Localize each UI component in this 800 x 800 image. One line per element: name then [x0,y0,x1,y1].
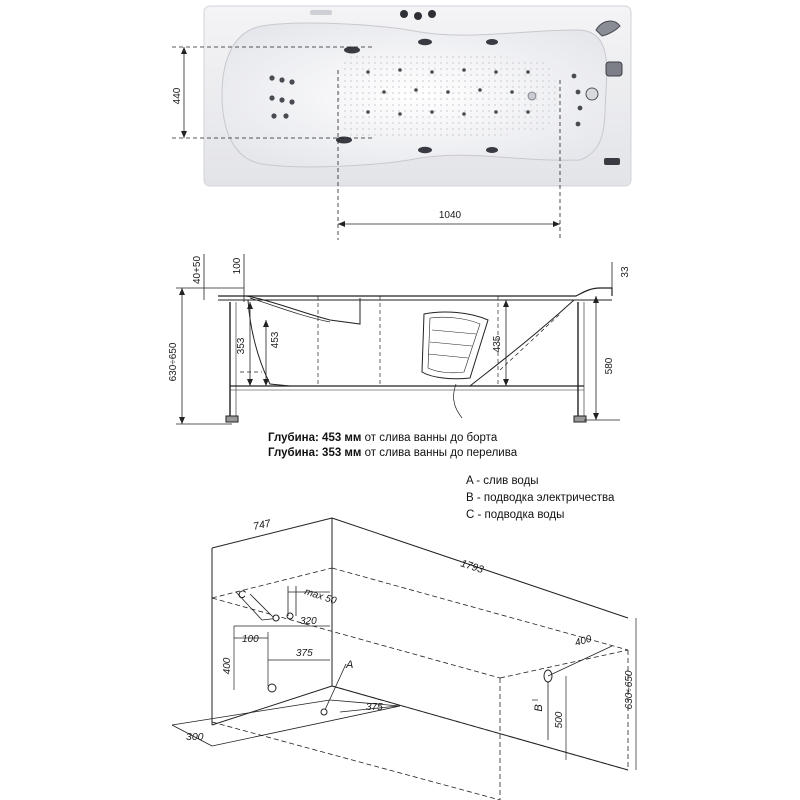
jet-nozzle [418,38,432,46]
install-max-dimension: max 50 [303,586,338,607]
legend-item-drain: A - слив воды [466,475,539,487]
depth-note-label: Глубина: [268,432,319,444]
control-buttons [310,10,436,20]
depth-note-overflow-rim: Глубина: 453 мм от слива ванны до борта [268,431,497,445]
faucet-icon [595,20,621,37]
top-width-dimension: 440 [172,87,183,104]
top-view [203,5,632,187]
jet-nozzle [344,46,360,54]
install-length-dimension: 1793 [459,557,485,576]
side-view [218,287,613,423]
install-300-dimension: 300 [186,731,204,743]
side-view-dimensions [176,254,620,425]
side-edge-dimension: 33 [620,266,631,278]
jet-nozzles [269,68,583,127]
install-400-right-dimension: 400 [574,634,593,649]
drain-icon [585,87,599,101]
mark-a-label: A [345,659,353,671]
install-100-dimension: 100 [242,634,259,645]
mark-b-label: B [533,704,545,711]
install-400-left-dimension: 400 [222,657,233,674]
control-panel [604,158,620,165]
jet-nozzle [486,39,498,45]
mark-c-label: C [238,589,246,601]
side-top-dimension: 100 [232,257,243,274]
side-seat-dimension: 435 [492,335,503,352]
install-320-dimension: 320 [300,616,317,627]
top-length-dimension: 1040 [439,210,462,221]
handle-icon [605,61,623,77]
installation-view [171,517,637,800]
depth-note-text: от слива ванны до перелива [364,447,518,459]
install-height-dimension: 630÷650 [624,670,635,709]
side-height-dimension: 630÷650 [168,342,179,381]
install-500-dimension: 500 [554,711,565,728]
side-frame-dimension: 580 [604,357,615,374]
installation-labels: 747 1793 max 50 320 100 375 400 375 300 … [186,517,635,743]
side-depth-dimension: 453 [270,331,281,348]
depth-note-overflow-drain: Глубина: 353 мм от слива ванны до перели… [268,446,517,460]
install-375-upper-dimension: 375 [296,648,313,659]
jet-nozzle [418,146,432,154]
side-overflow-dimension: 353 [236,337,247,354]
depth-note-text: от слива ванны до борта [364,432,498,444]
side-rim-dimension: 40+50 [192,256,203,285]
legend-item-water: C - подводка воды [466,509,565,521]
jet-nozzle [486,147,498,153]
depth-note-value: 453 мм [322,432,362,444]
top-view-dimensions [172,46,561,240]
legend-item-electricity: B - подводка электричества [466,492,615,504]
install-375-lower-dimension: 375 [366,702,383,713]
install-width-dimension: 747 [252,517,273,533]
depth-note-value: 353 мм [322,447,362,459]
depth-note-label: Глубина: [268,447,319,459]
